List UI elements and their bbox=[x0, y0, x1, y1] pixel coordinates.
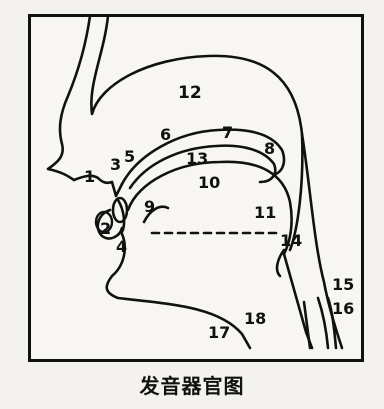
palate bbox=[120, 128, 286, 186]
label-6: 6 bbox=[160, 125, 171, 144]
label-3: 3 bbox=[110, 155, 121, 174]
vocal-organs-diagram: 1 2 3 4 5 6 7 8 9 10 11 12 13 14 15 16 1… bbox=[46, 14, 354, 350]
lower-lip bbox=[96, 208, 124, 240]
head-outline bbox=[90, 14, 304, 252]
label-5: 5 bbox=[124, 147, 135, 166]
upper-teeth bbox=[110, 180, 124, 198]
label-14: 14 bbox=[280, 231, 302, 250]
label-9: 9 bbox=[144, 197, 155, 216]
label-11: 11 bbox=[254, 203, 276, 222]
throat-front bbox=[282, 252, 314, 350]
face-profile bbox=[46, 14, 92, 182]
upper-lip bbox=[72, 174, 114, 185]
vocal-cords-back bbox=[326, 296, 338, 350]
larynx-left bbox=[302, 300, 312, 350]
vocal-cords-front bbox=[316, 296, 330, 350]
label-4: 4 bbox=[116, 237, 127, 256]
label-15: 15 bbox=[332, 275, 354, 294]
pharynx-back bbox=[300, 132, 344, 350]
jaw-line bbox=[105, 232, 252, 350]
epiglottis bbox=[275, 248, 286, 278]
tongue-surface bbox=[126, 160, 293, 256]
label-16: 16 bbox=[332, 299, 354, 318]
label-18: 18 bbox=[244, 309, 266, 328]
label-7: 7 bbox=[222, 123, 233, 142]
label-13: 13 bbox=[186, 149, 208, 168]
label-1: 1 bbox=[84, 167, 95, 186]
label-17: 17 bbox=[208, 323, 230, 342]
lower-lip-oval bbox=[94, 210, 114, 234]
label-12: 12 bbox=[178, 83, 202, 103]
diagram-caption: 发音器官图 bbox=[139, 374, 245, 398]
lower-teeth bbox=[116, 198, 126, 234]
tongue-underside bbox=[142, 205, 170, 224]
label-8: 8 bbox=[264, 139, 275, 158]
lip-opening bbox=[111, 196, 129, 224]
label-2: 2 bbox=[100, 219, 111, 238]
label-10: 10 bbox=[198, 173, 220, 192]
